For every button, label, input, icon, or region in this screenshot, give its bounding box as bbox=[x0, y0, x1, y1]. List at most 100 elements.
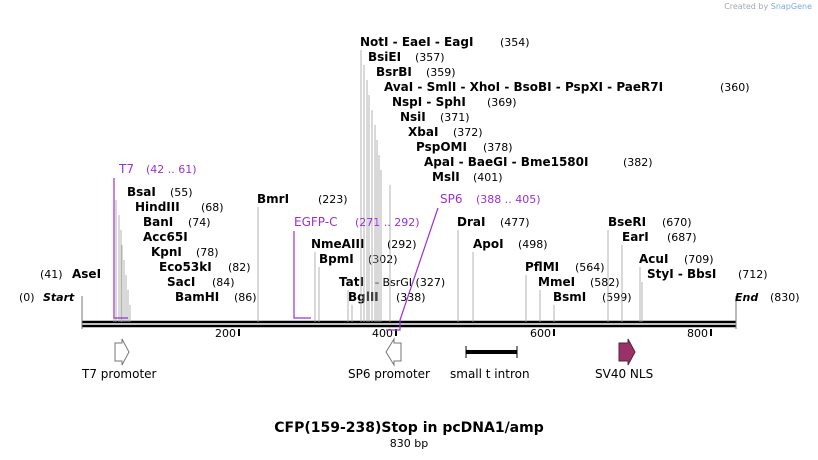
primer-binding-marker bbox=[113, 178, 128, 319]
enzyme-noti-eaei-eagi[interactable]: NotI - EaeI - EagI (354) bbox=[360, 35, 530, 322]
enzyme-mmei[interactable]: MmeI(582) bbox=[538, 275, 620, 322]
enzyme-name: BglII bbox=[348, 290, 379, 304]
enzyme-bamhi[interactable]: BamHI(86) bbox=[129, 290, 257, 322]
feature-t7-promoter[interactable]: T7 promoter bbox=[81, 338, 157, 381]
enzyme-bsai[interactable]: BsaI (55) bbox=[115, 185, 193, 322]
enzyme-apai-baegi-bme1580i[interactable]: ApaI - BaeGI - Bme1580I(382) bbox=[380, 155, 653, 322]
enzyme-position: (55) bbox=[170, 186, 193, 199]
enzyme-kpni[interactable]: KpnI(78) bbox=[123, 245, 219, 322]
credit-brand: SnapGene bbox=[770, 2, 812, 11]
nls-arrow-icon bbox=[618, 338, 636, 366]
enzyme-acui[interactable]: AcuI(709) bbox=[639, 252, 714, 322]
snapgene-credit: Created by SnapGene bbox=[724, 2, 812, 11]
start-pos: (0) bbox=[19, 291, 35, 304]
enzyme-styi-bbsi[interactable]: StyI - BbsI(712) bbox=[641, 267, 768, 322]
ruler-label-600: 600 bbox=[530, 327, 551, 340]
enzyme-eco53ki[interactable]: Eco53kI (82) bbox=[125, 260, 251, 322]
enzyme-name: StyI - BbsI bbox=[647, 267, 716, 281]
enzyme-name: BanI bbox=[143, 215, 173, 229]
enzyme-position: (670) bbox=[662, 216, 692, 229]
end-label: End bbox=[735, 291, 758, 304]
primer-sites: T7 (42 .. 61) EGFP-C(271 .. 292)SP6(388 ..… bbox=[113, 162, 541, 331]
t7-promoter-label: T7 promoter bbox=[81, 367, 157, 381]
feature-small-t-intron[interactable]: small t intron bbox=[450, 346, 530, 381]
primer-name: SP6 bbox=[440, 192, 463, 206]
enzyme-position: (382) bbox=[623, 156, 653, 169]
enzyme-name: HindIII bbox=[135, 200, 180, 214]
enzyme-name: Acc65I bbox=[143, 230, 188, 244]
enzyme-position: (357) bbox=[415, 51, 445, 64]
enzyme-name: NotI - EaeI - EagI bbox=[360, 35, 473, 49]
enzyme-name: MslI bbox=[432, 170, 460, 184]
enzyme-name: BamHI bbox=[175, 290, 219, 304]
enzyme-drai[interactable]: DraI(477) bbox=[457, 215, 530, 322]
end-pos: (830) bbox=[770, 291, 800, 304]
feature-sv40-nls[interactable]: SV40 NLS bbox=[595, 338, 653, 381]
enzyme-saci[interactable]: SacI (84) bbox=[127, 275, 235, 322]
enzyme-name: SacI bbox=[167, 275, 195, 289]
enzyme-name: NmeAIII bbox=[311, 237, 364, 251]
enzyme-position: (599) bbox=[602, 291, 632, 304]
enzyme-apoi[interactable]: ApoI(498) bbox=[472, 237, 548, 322]
enzyme-position: (223) bbox=[318, 193, 348, 206]
primer-position: (42 .. 61) bbox=[146, 163, 197, 176]
primer-t7[interactable]: T7 (42 .. 61) bbox=[113, 162, 197, 319]
sp6-promoter-label: SP6 promoter bbox=[348, 367, 430, 381]
enzyme-msli[interactable]: MslI (401) bbox=[389, 170, 503, 322]
enzyme-bmri[interactable]: BmrI (223) bbox=[257, 192, 348, 322]
enzyme-name: ApoI bbox=[473, 237, 504, 251]
enzyme-name: BsmI bbox=[553, 290, 586, 304]
enzyme-avai-smli-xhoi-bsobi-pspxi-paer7i[interactable]: AvaI - SmlI - XhoI - BsoBI - PspXI - Pae… bbox=[368, 80, 750, 322]
enzyme-pspomi[interactable]: PspOMI (378) bbox=[378, 140, 513, 322]
enzyme-position: (78) bbox=[196, 246, 219, 259]
primer-name: T7 bbox=[118, 162, 134, 176]
enzyme-nmeaiii[interactable]: NmeAIII(292) bbox=[311, 237, 417, 322]
enzyme-hindiii[interactable]: HindIII(68) bbox=[118, 200, 224, 322]
enzyme-position: (82) bbox=[228, 261, 251, 274]
enzyme-asei[interactable]: AseI(41) bbox=[40, 267, 115, 322]
enzyme-name: BmrI bbox=[257, 192, 289, 206]
enzyme-eari[interactable]: EarI(687) bbox=[621, 230, 697, 322]
enzyme-pflmi[interactable]: PflMI(564) bbox=[525, 260, 605, 322]
map-subtitle: 830 bp bbox=[389, 437, 429, 450]
enzyme-position: (74) bbox=[188, 216, 211, 229]
primer-egfp-c[interactable]: EGFP-C(271 .. 292) bbox=[293, 215, 420, 319]
primer-binding-marker bbox=[293, 231, 311, 319]
enzyme-nspi-sphi[interactable]: NspI - SphI(369) bbox=[371, 95, 517, 322]
enzyme-position: (582) bbox=[590, 276, 620, 289]
enzyme-tati[interactable]: TatI- BsrGI (327) bbox=[339, 275, 445, 322]
ruler: 200 400 600 800 bbox=[215, 327, 712, 340]
enzyme-position: (84) bbox=[212, 276, 235, 289]
enzyme-position: (354) bbox=[500, 36, 530, 49]
enzyme-bseri[interactable]: BseRI(670) bbox=[607, 215, 692, 322]
enzyme-position: (564) bbox=[575, 261, 605, 274]
enzyme-acc65i[interactable]: Acc65I bbox=[121, 230, 188, 322]
enzyme-bsiei[interactable]: BsiEI(357) bbox=[363, 50, 445, 322]
primer-name: EGFP-C bbox=[294, 215, 337, 229]
primer-binding-marker bbox=[386, 207, 439, 331]
t7-promoter-arrow-icon bbox=[114, 338, 130, 366]
enzyme-position: (360) bbox=[720, 81, 750, 94]
feature-sp6-promoter[interactable]: SP6 promoter bbox=[348, 337, 430, 381]
enzyme-position: (338) bbox=[396, 291, 426, 304]
enzyme-position: (401) bbox=[473, 171, 503, 184]
enzyme-name: BsaI bbox=[127, 185, 156, 199]
map-title: CFP(159-238)Stop in pcDNA1/amp bbox=[274, 420, 544, 436]
enzyme-bsmi[interactable]: BsmI (599) bbox=[553, 290, 632, 322]
enzyme-xbai[interactable]: XbaI(372) bbox=[376, 125, 483, 322]
enzyme-position: (371) bbox=[440, 111, 470, 124]
enzyme-nsii[interactable]: NsiI(371) bbox=[374, 110, 470, 322]
enzyme-position: (378) bbox=[483, 141, 513, 154]
enzyme-bani[interactable]: BanI (74) bbox=[120, 215, 211, 322]
enzyme-bglii[interactable]: BglII (338) bbox=[348, 290, 426, 322]
enzyme-name: AvaI - SmlI - XhoI - BsoBI - PspXI - Pae… bbox=[384, 80, 663, 94]
enzyme-name: AcuI bbox=[639, 252, 668, 266]
enzyme-name: Eco53kI bbox=[159, 260, 212, 274]
enzyme-name: PspOMI bbox=[416, 140, 467, 154]
enzyme-position: - BsrGI (327) bbox=[375, 276, 445, 289]
enzyme-position: (302) bbox=[368, 253, 398, 266]
ruler-label-800: 800 bbox=[687, 327, 708, 340]
enzyme-bsrbi[interactable]: BsrBI(359) bbox=[366, 65, 456, 322]
primer-sp6[interactable]: SP6(388 .. 405) bbox=[386, 192, 541, 331]
